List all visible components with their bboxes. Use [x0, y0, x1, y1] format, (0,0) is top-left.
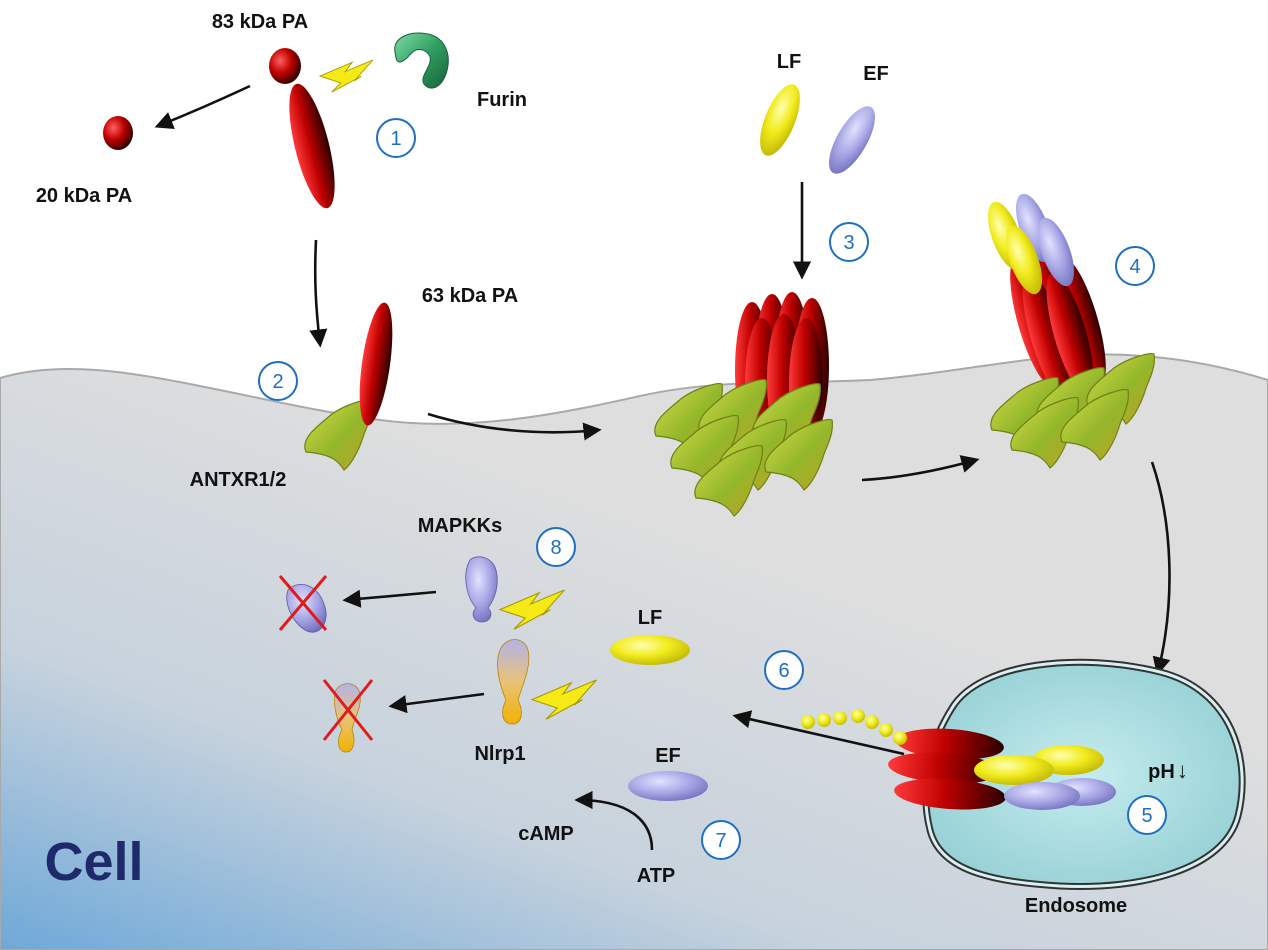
- pa83-protein: [269, 48, 335, 209]
- svg-text:1: 1: [390, 128, 401, 150]
- pa20-fragment: [103, 116, 133, 150]
- step-marker-6: 6: [764, 650, 804, 690]
- oligomerization-arrow: [427, 412, 602, 441]
- label-lf-mid: LF: [638, 607, 662, 629]
- endosome: [922, 658, 1246, 890]
- svg-text:2: 2: [272, 371, 283, 393]
- label-ph: pH↓: [1148, 758, 1188, 783]
- mapkk-protein: [465, 556, 498, 623]
- label-cell: Cell: [44, 832, 143, 892]
- ef-cytosol: [628, 771, 708, 801]
- label-ef-mid: EF: [655, 745, 681, 767]
- step-marker-4: 4: [1115, 246, 1155, 286]
- ph-down-arrow: ↓: [1177, 758, 1188, 783]
- endosomal-toxin-complex: [888, 728, 1116, 810]
- step-marker-5: 5: [1127, 795, 1167, 835]
- svg-text:8: 8: [550, 537, 561, 559]
- label-pa83: 83 kDa PA: [212, 11, 308, 33]
- lf-top: [760, 84, 800, 156]
- endocytosis-arrow: [861, 455, 980, 482]
- label-furin: Furin: [477, 89, 527, 111]
- step-marker-8: 8: [536, 527, 576, 567]
- translocating-lf-chain: [801, 709, 907, 745]
- step-marker-7: 7: [701, 820, 741, 860]
- label-pa63: 63 kDa PA: [422, 285, 518, 307]
- label-antxr: ANTXR1/2: [190, 469, 287, 491]
- svg-text:4: 4: [1129, 256, 1140, 278]
- label-nlrp1: Nlrp1: [474, 743, 525, 765]
- mapkk-cleavage-arrow: [342, 589, 437, 608]
- pa63-heptamer: [654, 292, 833, 517]
- red-cross-icon: [278, 575, 328, 631]
- translocation-arrow: [732, 710, 905, 756]
- ef-top: [828, 106, 876, 174]
- step-marker-2: 2: [258, 361, 298, 401]
- label-camp: cAMP: [518, 823, 574, 845]
- label-pa20: 20 kDa PA: [36, 185, 132, 207]
- nlrp1-cleavage-arrow: [388, 692, 485, 714]
- label-endosome: Endosome: [1025, 895, 1127, 917]
- nlrp1-protein: [497, 639, 530, 725]
- binding-arrow: [309, 239, 328, 348]
- label-atp: ATP: [637, 865, 676, 887]
- red-cross-icon: [322, 679, 374, 741]
- label-ef-top: EF: [863, 63, 889, 85]
- svg-text:5: 5: [1141, 805, 1152, 827]
- loaded-toxin-complex: [987, 193, 1155, 469]
- svg-text:6: 6: [778, 660, 789, 682]
- furin-protease: [394, 32, 449, 89]
- atp-to-camp-arrow: [574, 790, 654, 851]
- label-mapkks: MAPKKs: [418, 515, 502, 537]
- label-lf-top: LF: [777, 51, 801, 73]
- svg-text:3: 3: [843, 232, 854, 254]
- pa63-receptor-complex: [304, 302, 393, 471]
- lightning-bolt-icon: [319, 59, 374, 93]
- endosome-arrow: [1150, 461, 1171, 676]
- svg-text:7: 7: [715, 830, 726, 852]
- step-marker-1: 1: [376, 118, 416, 158]
- cleavage-arrow: [154, 84, 251, 130]
- lf-cytosol: [610, 635, 690, 665]
- step-marker-3: 3: [829, 222, 869, 262]
